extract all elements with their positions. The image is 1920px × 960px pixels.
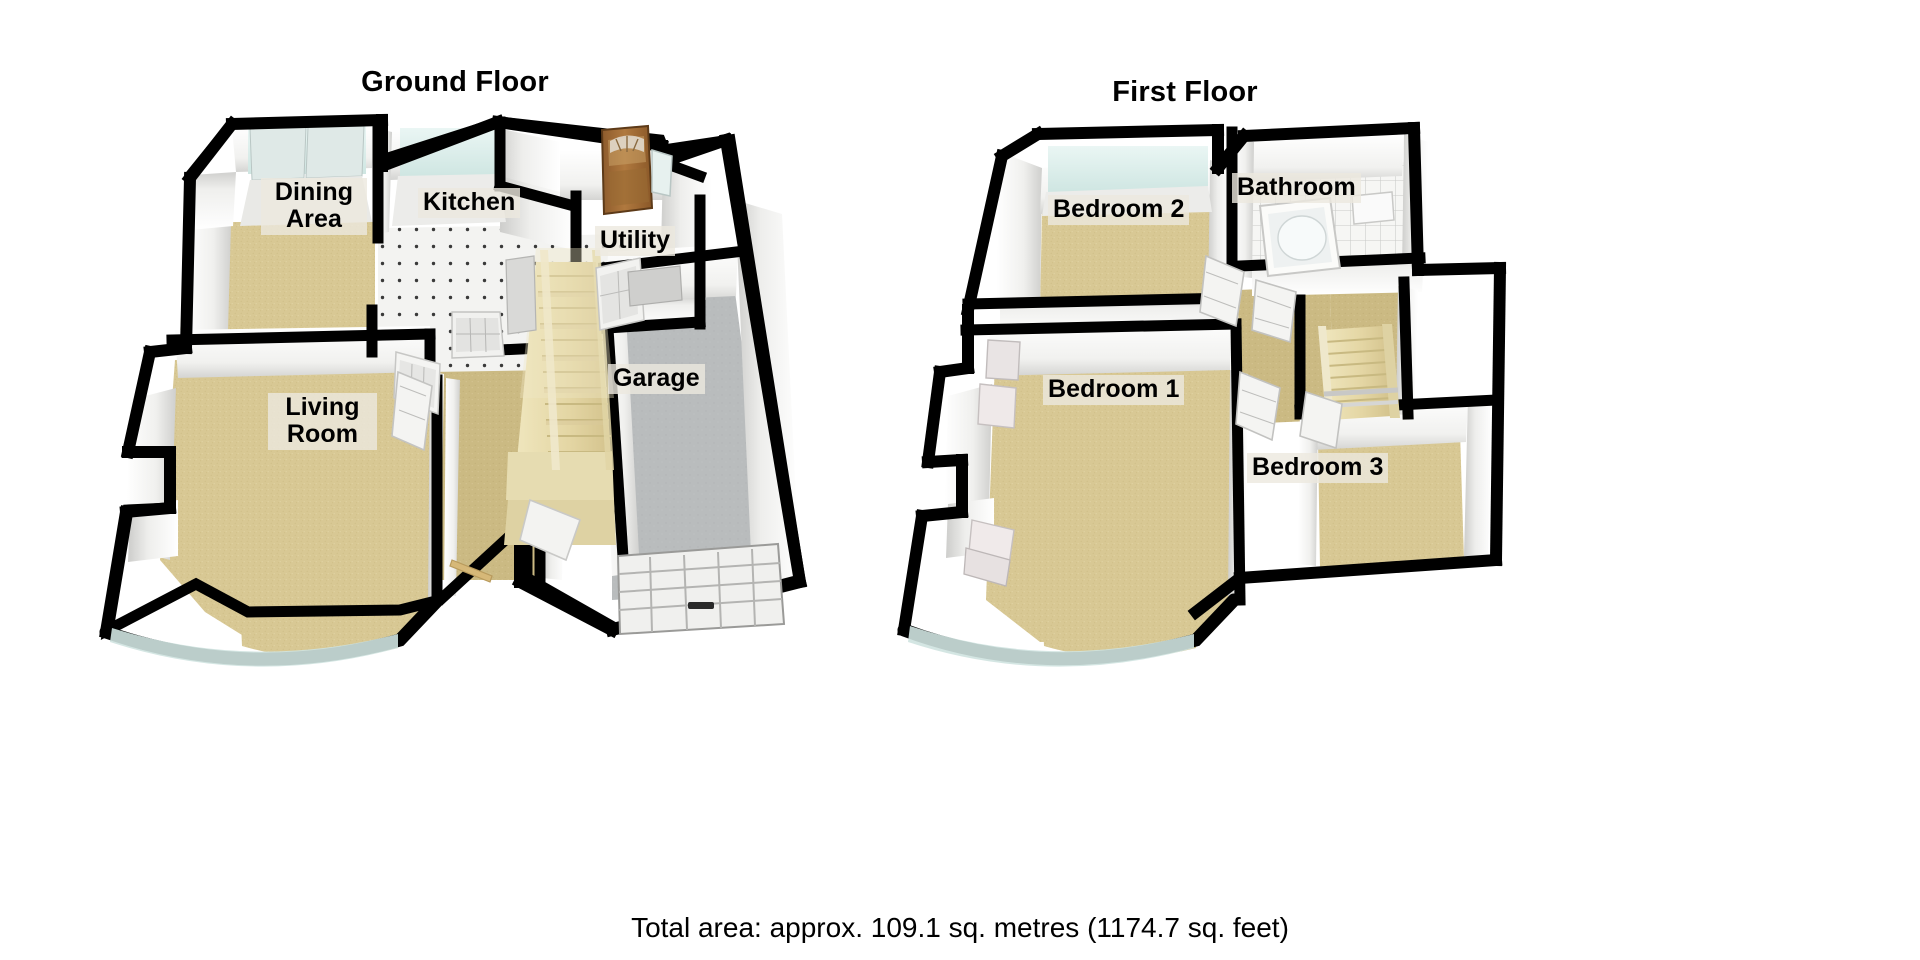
total-area-text: Total area: approx. 109.1 sq. metres (11… [631, 912, 1289, 943]
dining-window-panel-2 [305, 125, 365, 179]
bathroom-door [1251, 278, 1297, 344]
dining-window-panel-1 [249, 126, 307, 181]
wall-face-bed3-left [1298, 404, 1318, 566]
dining-window-reveal [240, 176, 372, 226]
front-door-opening [651, 148, 673, 197]
hall-radiator [505, 255, 537, 335]
living-room-door [391, 370, 433, 452]
front-door [600, 124, 654, 216]
garage-floor [600, 292, 770, 572]
first-floor-plan [897, 121, 1507, 667]
wall-face-hall-left [444, 378, 460, 596]
living-room-radiator [449, 559, 493, 583]
wall-face-bed3-right [1464, 396, 1492, 556]
wall-face-bed2-left [996, 152, 1042, 312]
bedroom1-bay-glass [908, 626, 1194, 667]
bedroom1-wardrobes [963, 339, 1021, 587]
garage-door [616, 542, 786, 636]
bedroom2-door [1199, 254, 1245, 328]
living-room-floor [160, 360, 430, 640]
bathroom-basin [1351, 191, 1395, 225]
kitchen-window-reveal [392, 174, 506, 226]
bathroom-bath [1258, 196, 1342, 278]
ground-staircase [504, 248, 616, 545]
wall-face-bed1-top [988, 320, 1232, 376]
garage-shelf [627, 265, 683, 307]
bedroom1-floor [986, 355, 1232, 642]
first-floor-title: First Floor [1112, 76, 1258, 108]
wall-face-dining-notch [190, 172, 236, 230]
ground-floor-plan [99, 113, 808, 667]
bedroom3-floor [1318, 432, 1464, 568]
understairs-door [519, 498, 582, 562]
bedroom2-floor [1040, 208, 1212, 312]
bedroom2-window-glass [1048, 146, 1208, 192]
bedroom3-door [1299, 390, 1343, 450]
ground-floor-title: Ground Floor [361, 66, 549, 98]
living-room-bay-glass [110, 628, 398, 667]
first-outline-main [897, 121, 1507, 637]
wall-face-bathroom-top [1248, 134, 1404, 182]
bedroom1-door [1235, 370, 1281, 442]
